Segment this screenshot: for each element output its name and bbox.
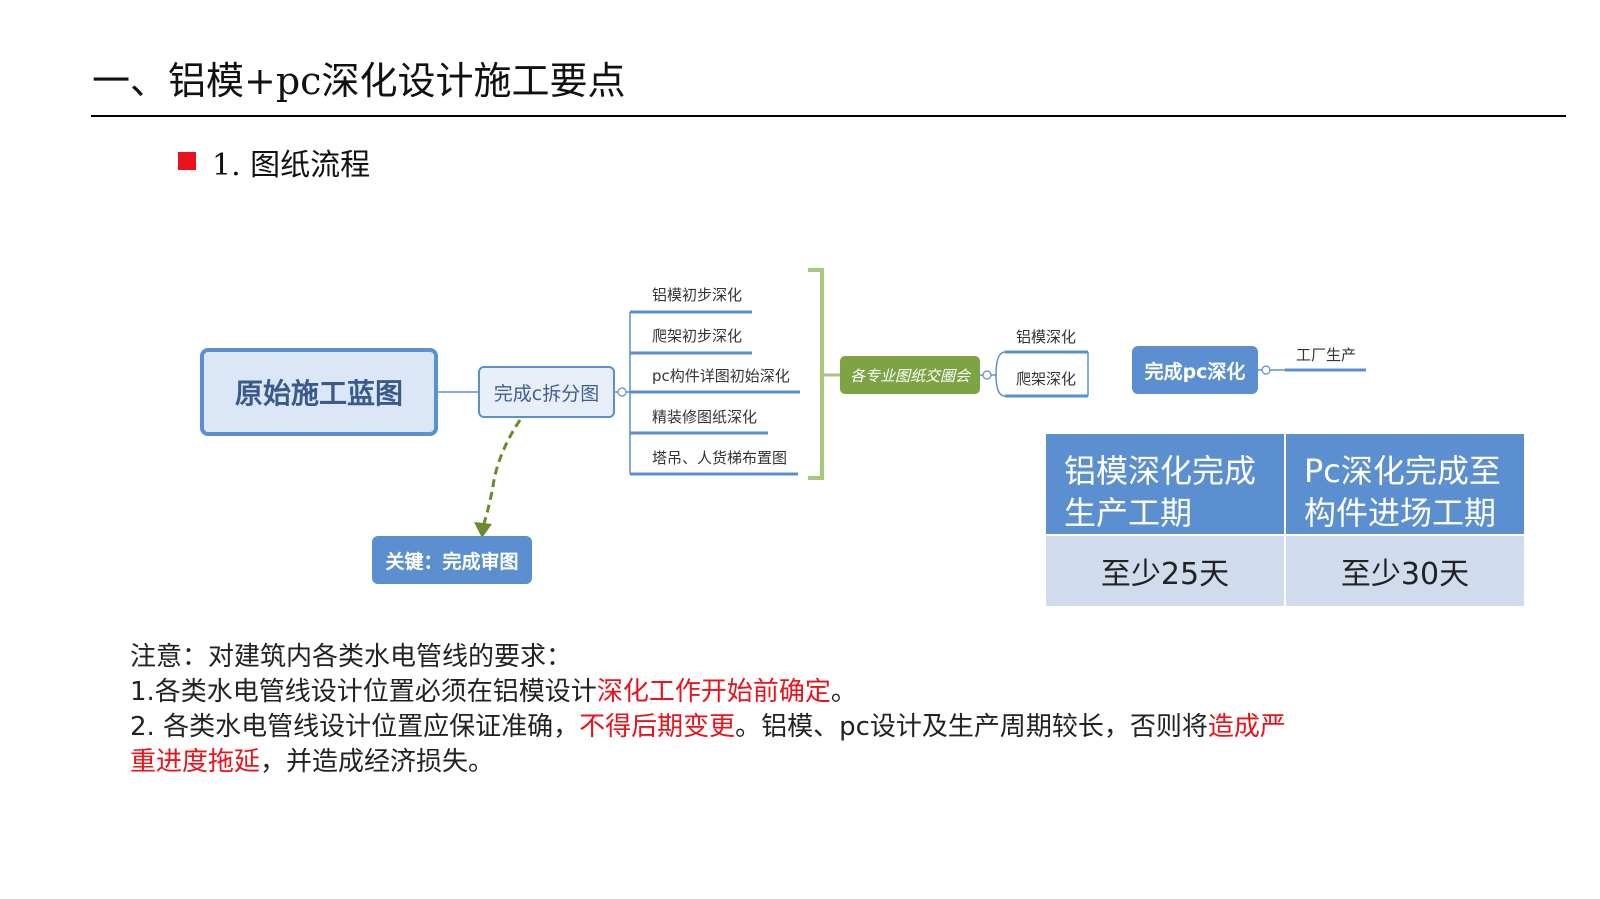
node-coordination-meeting: 各专业图纸交圈会 bbox=[840, 356, 980, 394]
notes-item-1: 1.各类水电管线设计位置必须在铝模设计深化工作开始前确定。 bbox=[130, 675, 1460, 710]
table-cell: 至少25天 bbox=[1044, 534, 1286, 608]
branch-label: 精装修图纸深化 bbox=[652, 408, 758, 426]
notes-item-2: 2. 各类水电管线设计位置应保证准确，不得后期变更。铝模、pc设计及生产周期较长… bbox=[130, 710, 1460, 745]
factory-label: 工厂生产 bbox=[1296, 346, 1357, 364]
note-highlight: 造成严 bbox=[1207, 712, 1286, 742]
note-highlight: 深化工作开始前确定 bbox=[596, 677, 831, 707]
branch-label: 爬架初步深化 bbox=[652, 327, 743, 345]
note-text: 。 bbox=[830, 677, 857, 707]
branches-bracket bbox=[808, 268, 824, 480]
node-split-drawing: 完成c拆分图 bbox=[478, 366, 615, 418]
table-header-cell: 铝模深化完成 生产工期 bbox=[1044, 432, 1286, 536]
table-cell: 至少30天 bbox=[1284, 534, 1526, 608]
notes-intro: 注意：对建筑内各类水电管线的要求： bbox=[130, 642, 573, 672]
root-node-original-blueprint: 原始施工蓝图 bbox=[200, 348, 438, 436]
note-text: 。铝模、pc设计及生产周期较长，否则将 bbox=[735, 712, 1208, 742]
notes-block: 注意：对建筑内各类水电管线的要求： 1.各类水电管线设计位置必须在铝模设计深化工… bbox=[130, 640, 1460, 780]
table-header-cell: Pc深化完成至 构件进场工期 bbox=[1284, 432, 1526, 536]
note-text: 1.各类水电管线设计位置必须在铝模设计 bbox=[130, 677, 597, 707]
period-table: 铝模深化完成 生产工期 Pc深化完成至 构件进场工期 至少25天 至少30天 bbox=[1044, 432, 1526, 608]
branch-label: 塔吊、人货梯布置图 bbox=[652, 449, 788, 467]
title-divider bbox=[91, 115, 1566, 117]
sub-branch-curves bbox=[995, 351, 1006, 397]
page-title: 一、铝模+pc深化设计施工要点 bbox=[92, 59, 626, 103]
node-pc-deepening-done: 完成pc深化 bbox=[1132, 346, 1258, 394]
node-key-review: 关键：完成审图 bbox=[372, 536, 532, 584]
note-highlight: 不得后期变更 bbox=[579, 712, 736, 742]
table-row: 至少25天 至少30天 bbox=[1044, 534, 1526, 608]
sub-branch-label: 爬架深化 bbox=[1016, 370, 1077, 388]
header-line: Pc深化完成至 bbox=[1304, 452, 1501, 490]
header-line: 铝模深化完成 bbox=[1064, 452, 1257, 490]
section-heading: 1. 图纸流程 bbox=[212, 148, 371, 183]
split-to-key-dashed-arrow bbox=[480, 419, 522, 531]
header-line: 生产工期 bbox=[1064, 494, 1193, 532]
note-highlight: 重进度拖延 bbox=[130, 747, 261, 777]
sub-branch-label: 铝模深化 bbox=[1016, 328, 1077, 346]
notes-item-2-cont: 重进度拖延，并造成经济损失。 bbox=[130, 745, 1460, 780]
collapse-dot-icon bbox=[982, 370, 992, 380]
note-text: 2. 各类水电管线设计位置应保证准确， bbox=[130, 712, 580, 742]
note-text: ，并造成经济损失。 bbox=[260, 747, 495, 777]
header-line: 构件进场工期 bbox=[1304, 494, 1497, 532]
table-row: 铝模深化完成 生产工期 Pc深化完成至 构件进场工期 bbox=[1044, 432, 1526, 536]
branch-label: pc构件详图初始深化 bbox=[652, 367, 790, 385]
square-bullet-icon bbox=[178, 152, 196, 170]
branch-label: 铝模初步深化 bbox=[652, 286, 743, 304]
collapse-dot-icon bbox=[1261, 365, 1271, 375]
arrowhead-icon bbox=[474, 522, 492, 538]
collapse-dot-icon bbox=[617, 387, 627, 397]
